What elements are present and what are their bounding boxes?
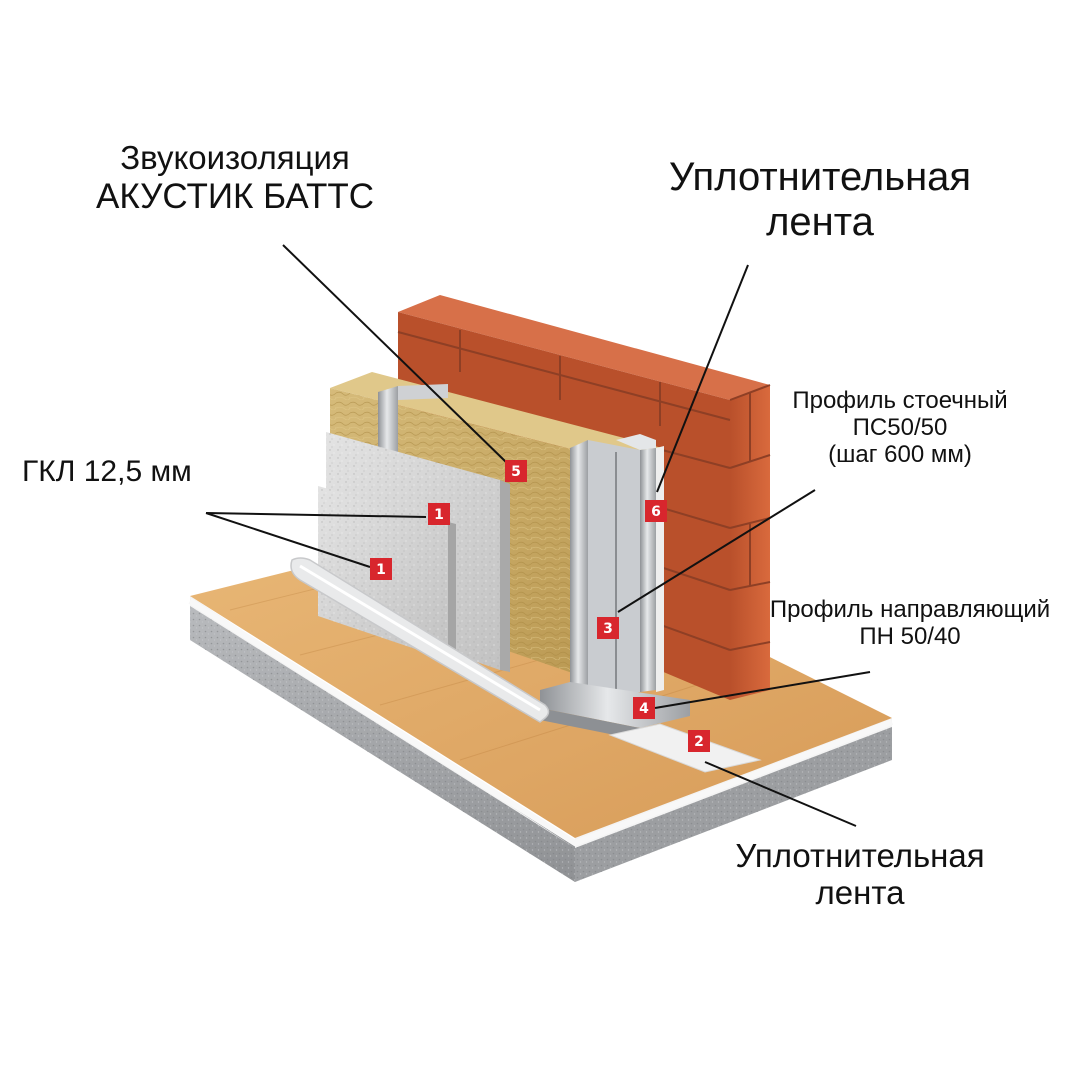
floor-slab-right-texture [575, 725, 892, 882]
leader-seal-top [656, 264, 749, 493]
label-seal-top-line2: лента [766, 199, 874, 244]
label-insulation: Звукоизоляция АКУСТИК БАТТС [55, 139, 415, 216]
marker-1a: 1 [428, 503, 450, 525]
stud-front [570, 440, 588, 706]
floor-membrane [190, 596, 892, 848]
leader-seal-bottom [704, 761, 857, 827]
marker-5: 5 [505, 460, 527, 482]
label-track-profile: Профиль направляющий ПН 50/40 [745, 596, 1075, 651]
label-track-line2: ПН 50/40 [859, 622, 961, 650]
marker-3: 3 [597, 617, 619, 639]
label-stud-line1: Профиль стоечный [792, 387, 1008, 414]
leader-gkl-1b [205, 512, 371, 568]
label-gkl: ГКЛ 12,5 мм [22, 455, 192, 489]
leader-lines [205, 244, 871, 827]
marker-4: 4 [633, 697, 655, 719]
svg-text:1: 1 [376, 562, 386, 578]
marker-2: 2 [688, 730, 710, 752]
label-stud-line2: ПС50/50 [852, 413, 948, 441]
label-stud-profile: Профиль стоечный ПС50/50 (шаг 600 мм) [745, 387, 1055, 469]
leader-insulation [282, 244, 507, 463]
floor-slab-front-texture [190, 603, 575, 882]
label-gkl-text: ГКЛ 12,5 мм [22, 455, 192, 488]
marker-6: 6 [645, 500, 667, 522]
svg-text:4: 4 [639, 701, 649, 717]
leader-gkl-1a [205, 512, 427, 518]
label-insulation-line2: АКУСТИК БАТТС [96, 176, 374, 216]
svg-text:6: 6 [651, 504, 661, 520]
label-stud-line3: (шаг 600 мм) [828, 440, 972, 468]
leader-track [654, 671, 871, 709]
label-sealing-tape-top: Уплотнительная лента [620, 155, 1020, 245]
label-seal-bottom-line1: Уплотнительная [735, 837, 985, 874]
svg-text:3: 3 [603, 621, 613, 637]
leader-stud [617, 489, 816, 613]
sealing-tape-floor [608, 723, 762, 773]
label-insulation-line1: Звукоизоляция [120, 139, 350, 176]
label-track-line1: Профиль направляющий [769, 596, 1051, 623]
label-seal-top-line1: Уплотнительная [668, 155, 972, 199]
brick-wall-top [398, 295, 770, 400]
label-seal-bottom-line2: лента [815, 873, 905, 911]
svg-text:5: 5 [511, 464, 521, 480]
svg-text:2: 2 [694, 734, 704, 750]
marker-1b: 1 [370, 558, 392, 580]
label-sealing-tape-bottom: Уплотнительная лента [700, 837, 1020, 912]
svg-text:1: 1 [434, 507, 444, 523]
